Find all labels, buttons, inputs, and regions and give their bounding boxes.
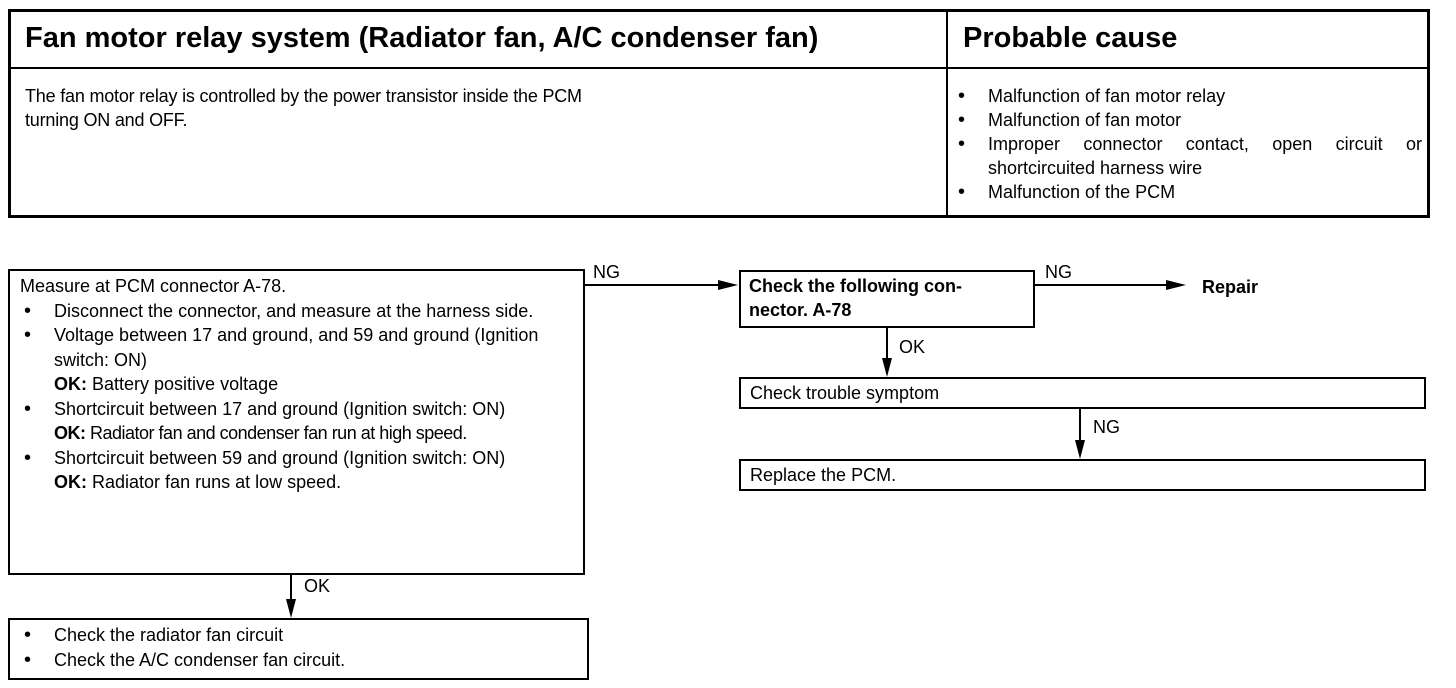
cause-item: Improper connector contact, open circuit… [954,132,1422,180]
check-circuit-list: Check the radiator fan circuit Check the… [20,623,580,673]
measure-step: Shortcircuit between 59 and ground (Igni… [20,446,576,495]
symptom-check-box [739,377,1426,409]
ok-criterion-text: Radiator fan and condenser fan run at hi… [90,423,467,443]
ok-criterion: OK: Radiator fan runs at low speed. [54,470,576,495]
measure-title: Measure at PCM connector A-78. [20,276,287,296]
ng-label: NG [1093,417,1120,437]
measure-step: Voltage between 17 and ground, and 59 an… [20,323,576,397]
description-line: The fan motor relay is controlled by the… [25,86,582,106]
measure-step: Shortcircuit between 17 and ground (Igni… [20,397,576,446]
measure-step-text: Voltage between 17 and ground, and 59 an… [54,325,539,370]
system-description: The fan motor relay is controlled by the… [25,84,925,132]
ok-criterion: OK: Radiator fan and condenser fan run a… [54,421,576,446]
replace-pcm-text: Replace the PCM. [750,465,897,485]
description-line: turning ON and OFF. [25,110,188,130]
measure-step-text: Disconnect the connector, and measure at… [54,300,534,321]
connector-check-content: Check the following con- nector. A-78 [749,274,1027,322]
measure-box-content: Measure at PCM connector A-78. Disconnec… [20,274,576,495]
table-header-cause: Probable cause [963,22,1178,54]
cause-item: Malfunction of fan motor [954,108,1422,132]
measure-step-text: Shortcircuit between 17 and ground (Igni… [54,398,506,419]
table-column-divider [946,9,948,218]
replace-pcm-box [739,459,1426,491]
table-header-divider [8,67,1430,69]
ok-criterion: OK: Battery positive voltage [54,372,576,397]
check-circuit-item: Check the radiator fan circuit [20,623,580,648]
symptom-check-text: Check trouble symptom [750,383,940,403]
arrowhead-icon [1075,440,1085,459]
connector-check-box [739,270,1035,328]
ok-criterion-label: OK: [54,423,86,443]
connector-check-line: Check the following con- [749,276,963,296]
measure-step-list: Disconnect the connector, and measure at… [20,299,576,495]
connector-check-line: nector. A-78 [749,300,852,320]
cause-item: Malfunction of the PCM [954,180,1422,204]
measure-step-text: Shortcircuit between 59 and ground (Igni… [54,447,506,468]
arrowhead-icon [1166,280,1186,290]
ok-criterion-label: OK: [54,472,87,492]
table-header-system: Fan motor relay system (Radiator fan, A/… [25,22,819,54]
cause-item: Malfunction of fan motor relay [954,84,1422,108]
ok-label: OK [304,576,331,596]
ok-criterion-text: Radiator fan runs at low speed. [92,472,342,492]
probable-cause-list: Malfunction of fan motor relay Malfuncti… [954,84,1422,204]
repair-label: Repair [1202,277,1259,297]
ok-criterion-text: Battery positive voltage [92,374,279,394]
ok-criterion-label: OK: [54,374,87,394]
ng-label: NG [1045,262,1072,282]
ok-label: OK [899,337,926,357]
measure-step: Disconnect the connector, and measure at… [20,299,576,324]
arrowhead-icon [882,358,892,377]
arrowhead-icon [286,599,296,618]
cause-table [8,9,1430,218]
check-circuit-item: Check the A/C condenser fan circuit. [20,648,580,673]
arrowhead-icon [718,280,738,290]
ng-label: NG [593,262,620,282]
